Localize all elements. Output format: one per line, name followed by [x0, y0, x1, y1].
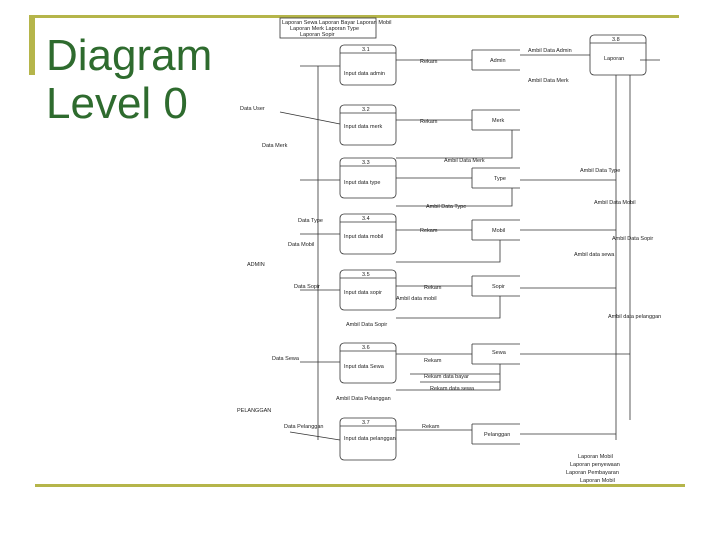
flow-label-21: Data Sewa: [272, 356, 300, 362]
process-box-3-6: [339, 342, 397, 384]
flow-label-5: Data User: [240, 106, 265, 112]
process-name-3-4: Input data mobil: [344, 234, 383, 240]
store-type: Type: [494, 176, 506, 182]
entity-admin: ADMIN: [247, 262, 265, 268]
process-id-3-8: 3.8: [612, 37, 620, 43]
slide-title: Diagram Level 0: [46, 31, 213, 128]
top-label-1: Laporan Sewa Laporan Bayar Laporan Mobil: [282, 20, 391, 26]
process-name-3-2: Input data merk: [344, 124, 382, 130]
flow-label-23: Rekam data bayar: [424, 374, 469, 380]
process-id-3-2: 3.2: [362, 107, 370, 113]
process-name-3-8: Laporan: [604, 56, 624, 62]
process-name-3-1: Input data admin: [344, 71, 385, 77]
process-box-3-1: [339, 44, 397, 86]
process-name-3-3: Input data type: [344, 180, 380, 186]
flow-label-16: Data Sopir: [294, 284, 320, 290]
process-id-3-6: 3.6: [362, 345, 370, 351]
flow-label-9: Ambil Data Type: [426, 204, 466, 210]
flow-label-17: Rekam: [424, 285, 442, 291]
flow-label-14: Data Mobil: [288, 242, 314, 248]
top-label-2: Laporan Merk Laporan Type: [290, 26, 359, 32]
process-box-3-7: [339, 417, 397, 461]
report-label-3: Laporan Pembayaran: [566, 470, 619, 476]
store-admin: Admin: [490, 58, 506, 64]
flow-label-18: Ambil data mobil: [396, 296, 437, 302]
flow-label-10: Ambil Data Mobil: [594, 200, 636, 206]
slide-bottom-rule: [35, 484, 685, 487]
report-label-1: Laporan Mobil: [578, 454, 613, 460]
process-id-3-5: 3.5: [362, 272, 370, 278]
report-label-4: Laporan Mobil: [580, 478, 615, 484]
report-label-2: Laporan penyewaan: [570, 462, 620, 468]
flow-label-15: Ambil data sewa: [574, 252, 615, 258]
flow-label-6: Ambil Data Merk: [444, 158, 485, 164]
flow-label-24: Rekam data sewa: [430, 386, 475, 392]
flow-label-22: Rekam: [424, 358, 442, 364]
slide-accent-bar: [29, 15, 35, 75]
flow-label-26: Data Pelanggan: [284, 424, 323, 430]
flow-label-8: Rekam: [420, 119, 438, 125]
flow-label-27: Rekam: [422, 424, 440, 430]
store-sewa: Sewa: [492, 350, 507, 356]
process-box-3-2: [339, 104, 397, 146]
store-pelanggan: Pelanggan: [484, 432, 510, 438]
slide-top-rule: [29, 15, 679, 18]
flow-label-7: Ambil Data Type: [580, 168, 620, 174]
flow-label-4: Data Merk: [262, 143, 288, 149]
process-name-3-7: Input data pelanggan: [344, 436, 396, 442]
process-id-3-3: 3.3: [362, 160, 370, 166]
flow-label-12: Rekam: [420, 228, 438, 234]
flow-label-25: Ambil Data Pelanggan: [336, 396, 391, 402]
process-id-3-7: 3.7: [362, 420, 370, 426]
process-name-3-5: Input data sopir: [344, 290, 382, 296]
top-label-box: [279, 17, 377, 39]
flow-label-1: Rekam: [420, 59, 438, 65]
flow-label-3: Ambil Data Merk: [528, 78, 569, 84]
store-merk: Merk: [492, 118, 504, 124]
top-label-3: Laporan Sopir: [300, 32, 335, 38]
entity-pelanggan: PELANGGAN: [237, 408, 271, 414]
store-mobil: Mobil: [492, 228, 505, 234]
process-id-3-4: 3.4: [362, 216, 370, 222]
store-sopir: Sopir: [492, 284, 505, 290]
process-id-3-1: 3.1: [362, 47, 370, 53]
flow-label-11: Data Type: [298, 218, 323, 224]
flow-label-19: Ambil Data Sopir: [346, 322, 387, 328]
flow-label-2: Ambil Data Admin: [528, 48, 572, 54]
process-name-3-6: Input data Sewa: [344, 364, 385, 370]
flow-label-20: Ambil data pelanggan: [608, 314, 661, 320]
flow-label-13: Ambil Data Sopir: [612, 236, 653, 242]
